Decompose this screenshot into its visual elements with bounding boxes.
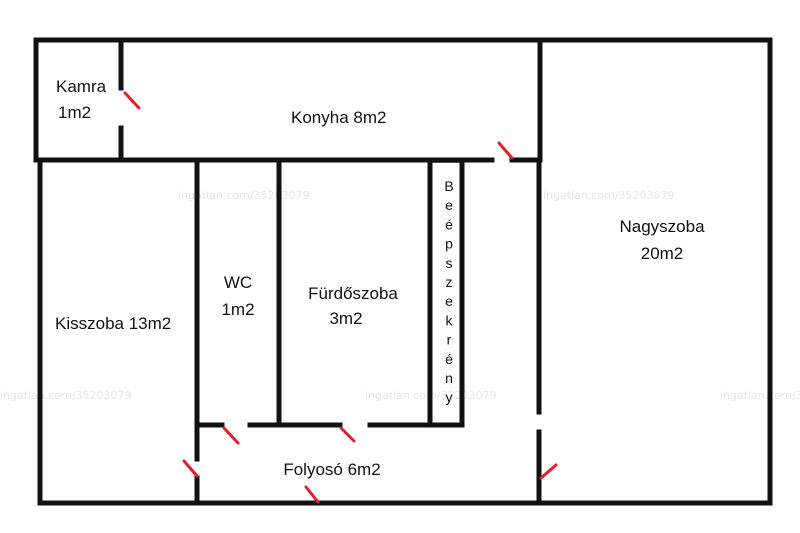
room-name-furdoszoba: Fürdőszoba [308,284,398,303]
room-name-nagyszoba: Nagyszoba [619,217,705,236]
cabinet-letter: z [446,274,453,290]
watermark-text: ingatlan.com/35203079 [543,189,675,202]
cabinet-letter: e [445,197,453,213]
door-entrance [304,485,320,504]
cabinet-letter: é [445,351,453,367]
cabinet-letter: é [445,216,453,232]
room-label-konyha: Konyha 8m2 [291,108,386,127]
door-wc [222,426,240,445]
walls [33,37,773,506]
cabinet-letter: B [444,178,453,194]
cabinet-letter: n [445,370,453,386]
room-area-kamra: 1m2 [58,103,91,122]
room-label-folyoso: Folyosó 6m2 [283,460,380,479]
cabinet-letter: r [447,332,452,348]
watermark-text: ingatlan.com/35203079 [720,389,800,402]
door-furdoszoba [339,426,356,443]
room-name-wc: WC [224,273,252,292]
door-konyha [497,141,514,160]
room-area-wc: 1m2 [221,300,254,319]
cabinet-letter: k [446,312,454,328]
watermark-text: ingatlan.com/35203079 [0,389,132,402]
doors [123,91,558,504]
built-in-cabinet [429,161,463,426]
door-kamra [123,91,141,110]
room-name-kamra: Kamra [56,77,107,96]
cabinet-letter: s [446,255,453,271]
cabinet-letter: e [445,293,453,309]
cabinet-letter: y [446,389,453,405]
door-nagyszoba [539,463,558,480]
room-labels: Kamra 1m2 Konyha 8m2 Nagyszoba 20m2 Kiss… [55,77,705,479]
room-label-kisszoba: Kisszoba 13m2 [55,314,171,333]
room-area-nagyszoba: 20m2 [641,244,684,263]
cabinet-letter: p [445,236,453,252]
room-area-furdoszoba: 3m2 [329,309,362,328]
door-kisszoba [182,459,199,478]
